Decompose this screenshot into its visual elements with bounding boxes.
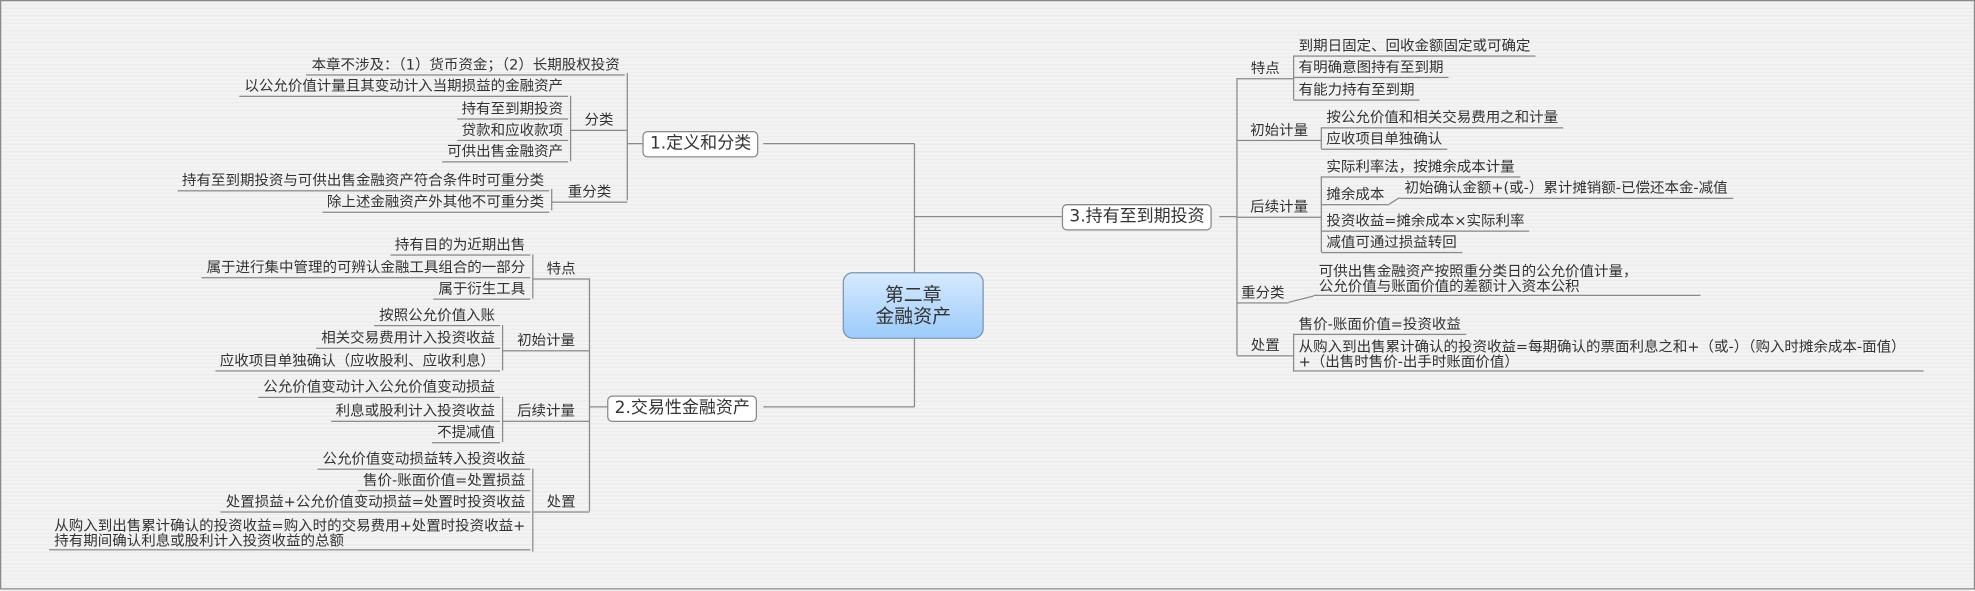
classify-label[interactable]: 分类	[570, 111, 628, 131]
disposal-total-income[interactable]: 从购入到出售累计确认的投资收益=购入时的交易费用+处置时投资收益+ 持有期间确认…	[49, 516, 531, 551]
classify-item[interactable]: 可供出售金融资产	[442, 142, 569, 163]
htm-initial-label[interactable]: 初始计量	[1236, 121, 1322, 142]
initial-item[interactable]: 应收项目单独确认（应收股利、应收利息）	[214, 351, 501, 372]
htm-initial-item[interactable]: 应收项目单独确认	[1321, 130, 1448, 150]
initial-item[interactable]: 相关交易费用计入投资收益	[316, 329, 501, 349]
feature-item[interactable]: 属于衍生工具	[433, 280, 531, 300]
subsequent-measurement-label[interactable]: 后续计量	[502, 402, 590, 422]
htm-subsequent-label[interactable]: 后续计量	[1236, 198, 1322, 218]
branch-held-to-maturity[interactable]: 3.持有至到期投资	[1061, 204, 1213, 231]
htm-reclassify-text[interactable]: 可供出售金融资产按照重分类日的公允价值计量， 公允价值与账面价值的差额计入资本公…	[1313, 261, 1701, 297]
branch-definition-classification[interactable]: 1.定义和分类	[642, 130, 759, 158]
subsequent-item[interactable]: 利息或股利计入投资收益	[330, 402, 501, 422]
scope-note[interactable]: 本章不涉及：（1）货币资金；（2）长期股权投资	[306, 55, 625, 76]
classify-item[interactable]: 贷款和应收款项	[456, 121, 569, 142]
htm-disposal-total-line1: 从购入到出售累计确认的投资收益=每期确认的票面利息之和+（或-）（购入时摊余成本…	[1298, 337, 1906, 356]
features-label[interactable]: 特点	[532, 259, 590, 280]
htm-impairment[interactable]: 减值可通过损益转回	[1321, 233, 1462, 254]
initial-measurement-label[interactable]: 初始计量	[502, 331, 590, 352]
htm-subsequent-method[interactable]: 实际利率法，按摊余成本计量	[1321, 157, 1520, 178]
disposal-item[interactable]: 公允价值变动损益转入投资收益	[317, 450, 531, 470]
htm-feature-item[interactable]: 到期日固定、回收金额固定或可确定	[1293, 37, 1536, 57]
htm-amortized-formula[interactable]: 初始确认金额+(或-）累计摊销额-已偿还本金-减值	[1399, 179, 1733, 200]
branch-trading-financial-assets[interactable]: 2.交易性金融资产	[607, 395, 758, 422]
subsequent-item[interactable]: 不提减值	[432, 423, 501, 444]
htm-disposal-total-line2: +（出售时售价-出手时账面价值）	[1298, 352, 1519, 371]
reclassify-label[interactable]: 重分类	[551, 183, 628, 203]
central-topic-line1: 第二章	[884, 283, 942, 307]
htm-amortized-cost[interactable]: 摊余成本	[1321, 185, 1390, 206]
initial-item[interactable]: 按照公允价值入账	[374, 306, 501, 327]
htm-initial-item[interactable]: 按公允价值和相关交易费用之和计量	[1321, 108, 1564, 129]
htm-reclassify-line2: 公允价值与账面价值的差额计入资本公积	[1318, 277, 1580, 295]
htm-disposal-label[interactable]: 处置	[1236, 336, 1294, 357]
htm-feature-item[interactable]: 有能力持有至到期	[1293, 81, 1420, 101]
subsequent-item[interactable]: 公允价值变动计入公允价值变动损益	[258, 378, 501, 399]
central-topic-line2: 金融资产	[875, 304, 951, 328]
disposal-item[interactable]: 售价-账面价值=处置损益	[357, 471, 531, 492]
htm-feature-item[interactable]: 有明确意图持有至到期	[1293, 58, 1449, 79]
feature-item[interactable]: 属于进行集中管理的可辨认金融工具组合的一部分	[201, 258, 531, 279]
htm-disposal-item[interactable]: 售价-账面价值=投资收益	[1293, 315, 1466, 336]
htm-investment-income[interactable]: 投资收益=摊余成本×实际利率	[1321, 212, 1530, 232]
feature-item[interactable]: 持有目的为近期出售	[389, 236, 531, 256]
disposal-total-line2: 持有期间确认利息或股利计入投资收益的总额	[54, 531, 344, 550]
htm-reclassify-line1: 可供出售金融资产按照重分类日的公允价值计量，	[1318, 261, 1638, 280]
classify-item[interactable]: 持有至到期投资	[456, 100, 569, 120]
htm-features-label[interactable]: 特点	[1236, 59, 1294, 80]
classify-item[interactable]: 以公允价值计量且其变动计入当期损益的金融资产	[239, 77, 569, 97]
htm-reclassify-label[interactable]: 重分类	[1236, 283, 1289, 304]
reclassify-item[interactable]: 除上述金融资产外其他不可重分类	[321, 193, 550, 213]
central-topic[interactable]: 第二章 金融资产	[842, 272, 984, 339]
disposal-item[interactable]: 处置损益+公允价值变动损益=处置时投资收益	[220, 493, 531, 513]
htm-disposal-total-income[interactable]: 从购入到出售累计确认的投资收益=每期确认的票面利息之和+（或-）（购入时摊余成本…	[1293, 337, 1924, 372]
reclassify-item[interactable]: 持有至到期投资与可供出售金融资产符合条件时可重分类	[176, 171, 550, 192]
disposal-label[interactable]: 处置	[532, 493, 590, 513]
disposal-total-line1: 从购入到出售累计确认的投资收益=购入时的交易费用+处置时投资收益+	[54, 516, 526, 535]
